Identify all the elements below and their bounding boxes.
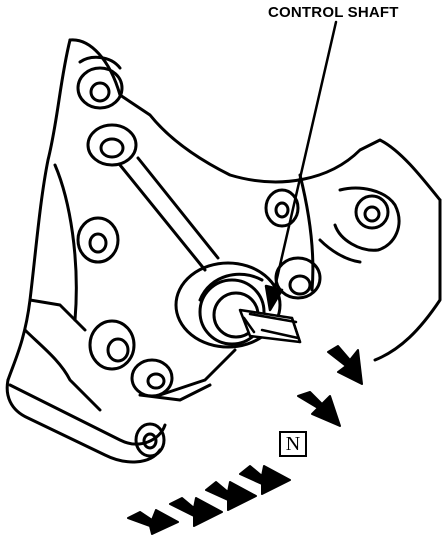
link-arm [118,156,220,272]
selector-arrow-lower-1 [239,465,291,495]
left-mount-holes [76,216,174,398]
right-bosses [264,188,390,300]
selector-arrow-lower-3 [169,497,223,527]
selector-arrow-lower-4 [127,509,179,535]
neutral-position-marker: N [279,431,307,457]
callout-leader [264,20,338,312]
mid-boss [86,123,138,167]
selector-arrow-upper-1 [327,345,363,385]
control-shaft-label: CONTROL SHAFT [268,4,399,21]
control-shaft [238,308,302,344]
housing-outline [5,38,442,464]
selector-arrow-upper-2 [297,391,341,427]
lower-bracket [8,348,237,458]
upper-boss [76,55,124,110]
selector-arrow-lower-2 [205,481,257,511]
